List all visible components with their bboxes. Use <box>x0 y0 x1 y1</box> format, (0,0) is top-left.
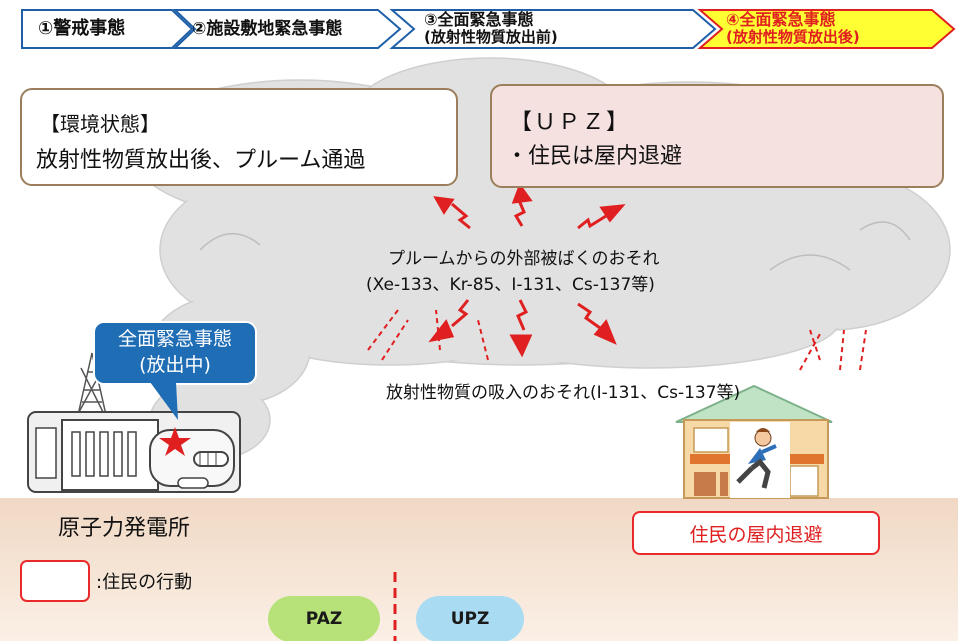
plume-risk-line1: プルームからの外部被ばくのおそれ <box>388 249 660 269</box>
paz-text: PAZ <box>305 609 343 629</box>
callout-text: 全面緊急事態 (放出中) <box>96 326 254 378</box>
radiation-arrows <box>428 182 626 358</box>
phase-2-label: ②施設敷地緊急事態 <box>192 19 343 39</box>
environment-title: 【環境状態】 <box>40 112 160 136</box>
phase-tab-2 <box>172 9 402 49</box>
phase-tab-1 <box>21 9 194 49</box>
legend-text: :住民の行動 <box>96 572 193 593</box>
upz-text: UPZ <box>450 609 490 629</box>
resident-action-box: 住民の屋内退避 <box>632 511 880 555</box>
paz-zone-label: PAZ <box>268 596 380 641</box>
phase-tab-4 <box>697 9 956 49</box>
upz-zone-label: UPZ <box>416 596 524 641</box>
upz-text: ・住民は屋内退避 <box>506 144 683 169</box>
plume-risk-line2: (Xe-133、Kr-85、I-131、Cs-137等) <box>366 275 655 295</box>
resident-action-text: 住民の屋内退避 <box>689 523 823 546</box>
plant-label: 原子力発電所 <box>58 516 191 541</box>
legend-swatch <box>20 560 90 602</box>
phase-3-label: ③全面緊急事態 <box>424 10 534 29</box>
inhalation-risk-text: 放射性物質の吸入のおそれ(I-131、Cs-137等) <box>386 383 741 403</box>
callout-line2: (放出中) <box>139 354 211 376</box>
environment-status-box: 【環境状態】 放射性物質放出後、プルーム通過 <box>20 88 458 186</box>
fallout-dashes <box>367 309 867 371</box>
phase-1-label: ①警戒事態 <box>38 18 126 39</box>
phase-3-sublabel: (放射性物質放出前) <box>424 28 558 46</box>
callout-line1: 全面緊急事態 <box>117 328 232 350</box>
phase-tab-3 <box>389 9 717 49</box>
house-illustration <box>675 384 833 499</box>
callout-bubble <box>93 321 257 420</box>
phase-4-label: ④全面緊急事態 <box>726 10 836 29</box>
running-person-icon <box>736 428 777 489</box>
upz-status-box: 【ＵＰＺ】 ・住民は屋内退避 <box>490 84 944 188</box>
phase-tabs-graphic <box>21 9 956 49</box>
environment-text: 放射性物質放出後、プルーム通過 <box>36 148 366 173</box>
power-plant-illustration <box>27 352 241 493</box>
upz-title: 【ＵＰＺ】 <box>510 110 631 135</box>
phase-4-sublabel: (放射性物質放出後) <box>726 28 860 46</box>
release-star-icon <box>159 427 191 456</box>
